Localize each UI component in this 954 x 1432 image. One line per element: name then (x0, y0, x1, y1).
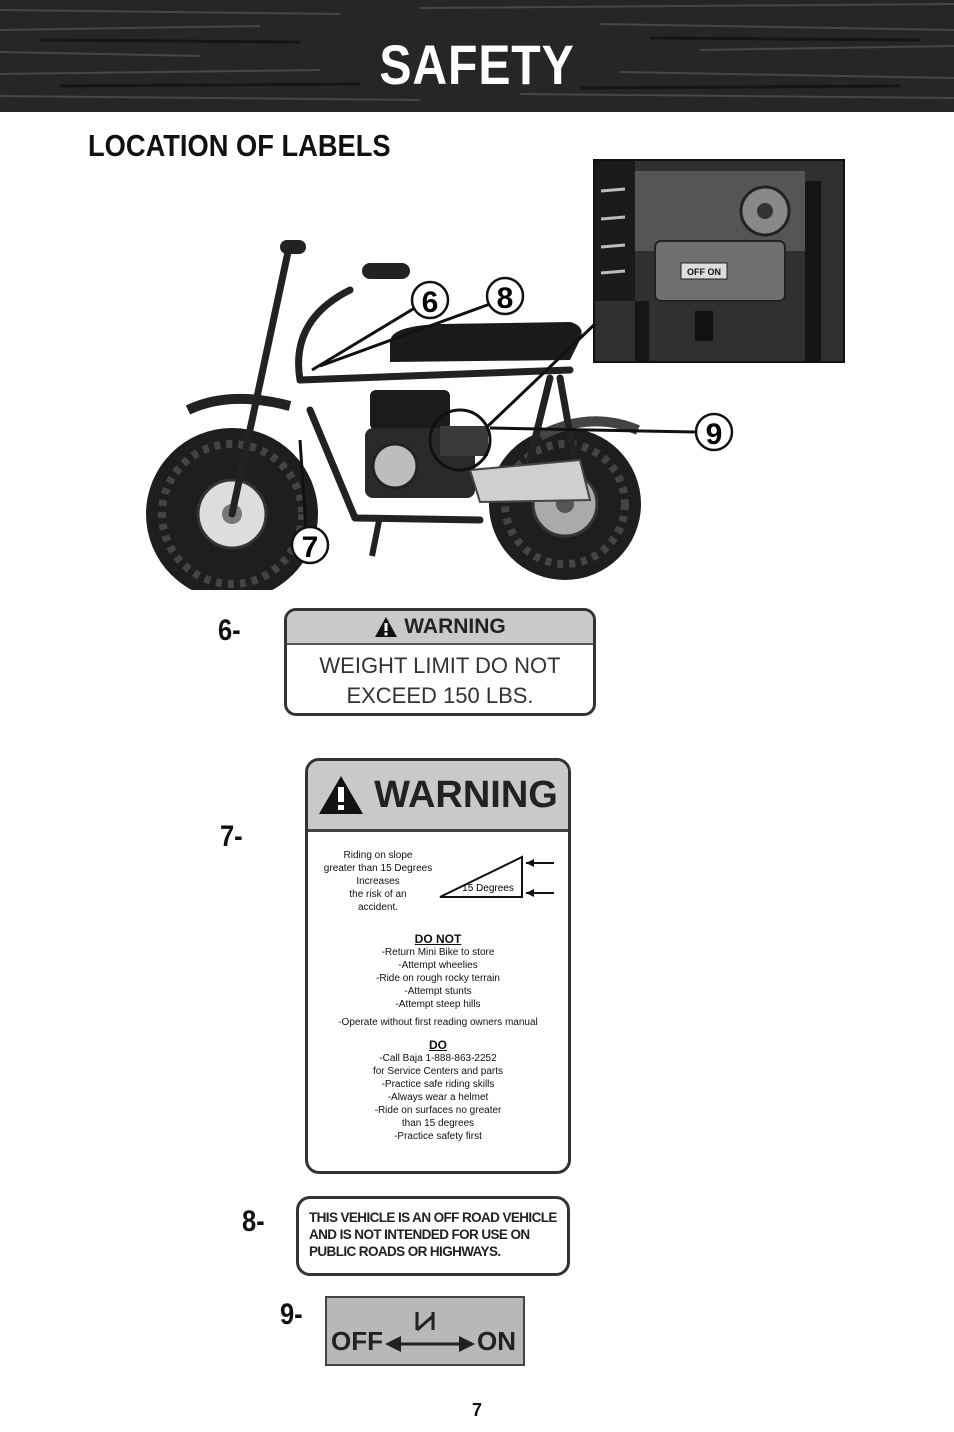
label9-off: OFF (331, 1326, 383, 1356)
label6-line2: EXCEED 150 LBS. (346, 683, 534, 708)
callout-highlight-circle (428, 408, 492, 472)
do-item: than 15 degrees (401, 1118, 475, 1129)
do-item: -Practice safety first (394, 1131, 482, 1142)
do-not-item: -Attempt steep hills (395, 999, 481, 1010)
svg-text:7: 7 (302, 531, 319, 564)
warning-triangle-icon (319, 776, 364, 814)
leader-line-9 (489, 426, 697, 434)
callout-7: 7 (290, 525, 330, 565)
label8-line2: AND IS NOT INTENDED FOR USE ON (309, 1227, 530, 1242)
do-not-list: DO NOT -Return Mini Bike to store -Attem… (308, 933, 568, 1029)
minibike-illustration: 6 8 9 7 (146, 240, 734, 590)
inset-switch-text: OFF ON (687, 267, 721, 277)
warning-triangle-icon (375, 617, 398, 637)
banner-texture (0, 0, 954, 112)
label6-line1: WEIGHT LIMIT DO NOT (319, 653, 561, 678)
leader-line-8 (319, 302, 491, 368)
do-not-item: -Operate without first reading owners ma… (338, 1017, 538, 1028)
switch-arrow-icon (385, 1312, 475, 1352)
page-title: SAFETY (379, 33, 575, 96)
do-heading: DO (429, 1038, 447, 1052)
svg-text:6: 6 (422, 286, 439, 319)
seat (390, 322, 582, 362)
do-item: -Always wear a helmet (387, 1092, 489, 1103)
engine-closeup-illustration: OFF ON (595, 161, 843, 361)
label6-header: WARNING (287, 611, 593, 645)
do-item: for Service Centers and parts (372, 1066, 504, 1077)
do-not-heading: DO NOT (414, 932, 462, 946)
label-number-9: 9- (280, 1298, 303, 1331)
svg-text:8: 8 (497, 282, 514, 315)
label-number-6: 6- (218, 614, 241, 647)
leader-line-7 (298, 439, 308, 531)
slope-degree-label: 15 Degrees (462, 883, 514, 894)
on-off-switch-label: OFF ON (325, 1296, 525, 1366)
callout-9: 9 (694, 412, 734, 452)
do-not-item: -Attempt stunts (404, 986, 472, 997)
header-banner: SAFETY (0, 0, 954, 112)
inset-photo: OFF ON (593, 159, 845, 363)
do-not-item: -Attempt wheelies (398, 960, 478, 971)
svg-text:9: 9 (706, 418, 723, 451)
label9-on: ON (477, 1326, 516, 1356)
section-title: LOCATION OF LABELS (88, 128, 391, 163)
weight-limit-warning-label: WARNING WEIGHT LIMIT DO NOT EXCEED 150 L… (284, 608, 596, 716)
do-not-item: -Ride on rough rocky terrain (376, 973, 500, 984)
leader-line-6 (311, 304, 419, 372)
label7-header-text: WARNING (374, 773, 558, 816)
label-number-7: 7- (220, 820, 243, 853)
do-item: -Ride on surfaces no greater (374, 1105, 502, 1116)
leader-line-inset (486, 322, 597, 428)
label8-line1: THIS VEHICLE IS AN OFF ROAD VEHICLE (309, 1210, 557, 1225)
off-road-vehicle-label: THIS VEHICLE IS AN OFF ROAD VEHICLE AND … (296, 1196, 570, 1276)
do-item: -Practice safe riding skills (381, 1079, 495, 1090)
label-number-8: 8- (242, 1205, 265, 1238)
slope-warning-text: Riding on slope greater than 15 Degrees … (323, 850, 433, 913)
label6-header-text: WARNING (404, 615, 506, 638)
riding-rules-warning-label: WARNING Riding on slope greater than 15 … (305, 758, 571, 1174)
label7-header: WARNING (308, 761, 568, 832)
do-list: DO -Call Baja 1-888-863-2252 for Service… (308, 1039, 568, 1143)
callout-8: 8 (485, 276, 525, 316)
callout-6: 6 (410, 280, 450, 320)
label8-line3: PUBLIC ROADS OR HIGHWAYS. (309, 1244, 501, 1259)
page-number: 7 (471, 1400, 482, 1420)
do-item: -Call Baja 1-888-863-2252 (379, 1053, 497, 1064)
slope-diagram: 15 Degrees (439, 855, 554, 898)
do-not-item: -Return Mini Bike to store (381, 947, 495, 958)
